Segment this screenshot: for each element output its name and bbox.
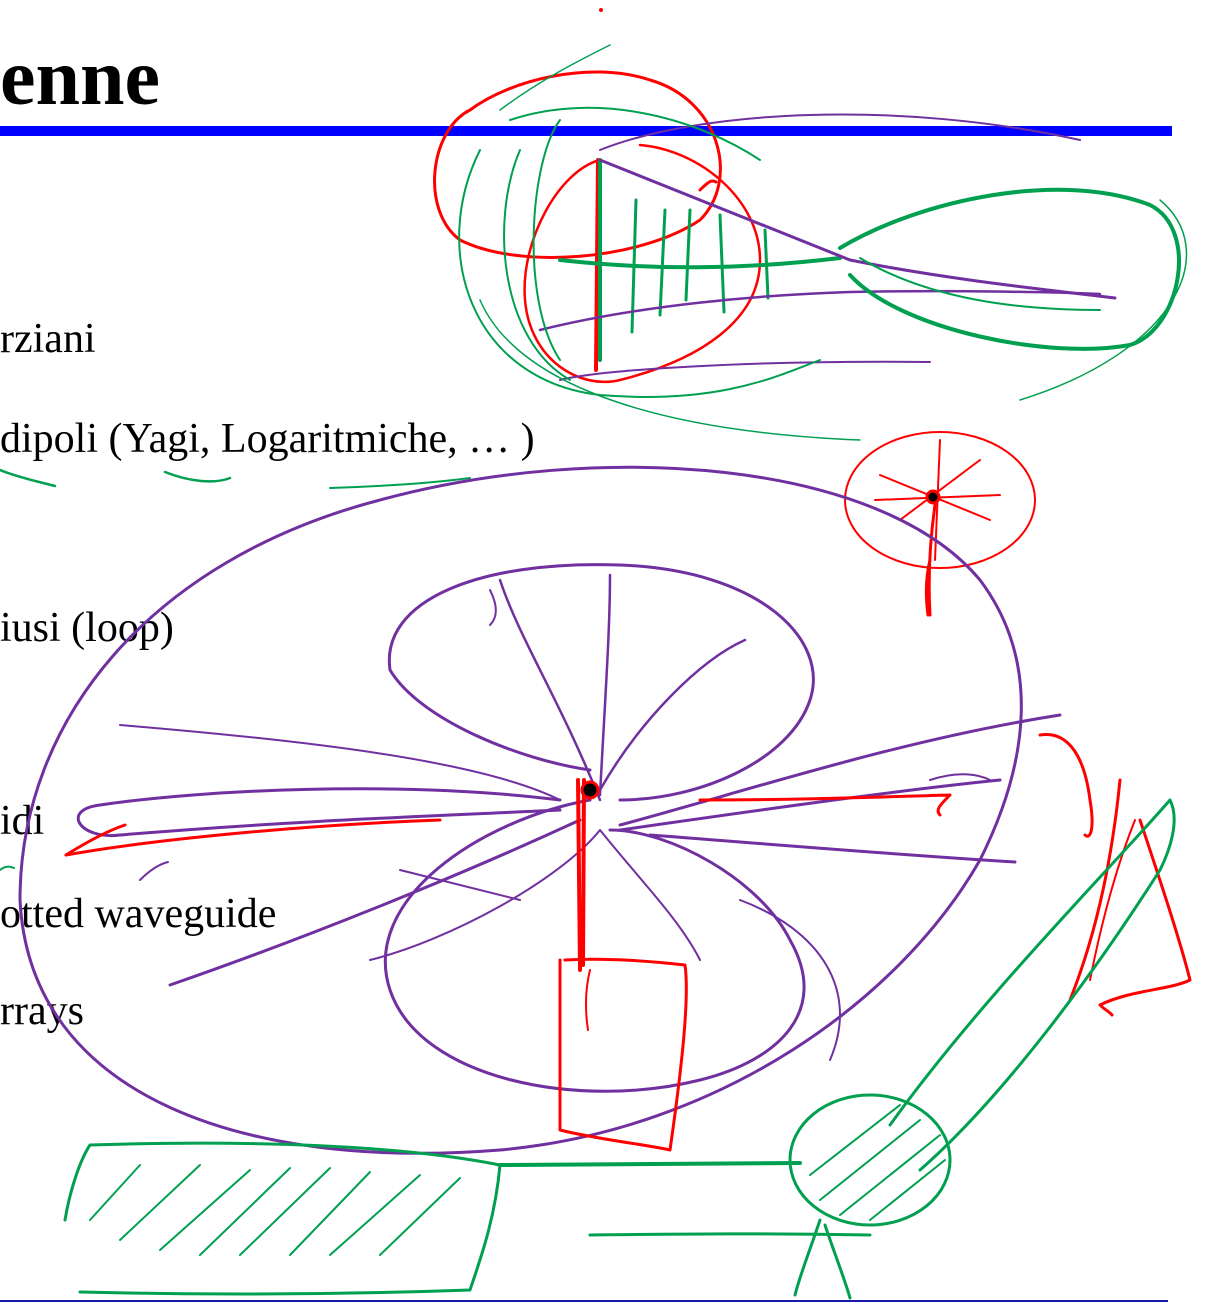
- bullet-item-5: otted waveguide: [0, 891, 277, 937]
- bullet-item-3: iusi (loop): [0, 605, 174, 651]
- bullet-item-4: idi: [0, 798, 45, 844]
- underline-mark: [0, 468, 57, 488]
- dipole-sketch: [64, 732, 1192, 1152]
- bullet-item-2: dipoli (Yagi, Logaritmiche, … ): [0, 416, 535, 462]
- red-dot-mark: [599, 8, 603, 12]
- bullet-item-1: rziani: [0, 316, 96, 362]
- bullet-item-6: rrays: [0, 988, 84, 1034]
- ground-plane-sketch: [0, 798, 1176, 1300]
- underline-mark: [163, 470, 232, 483]
- radiation-pattern-sketch: [18, 465, 1062, 1155]
- slide-title: enne: [0, 34, 160, 122]
- footer-rule: [0, 1300, 1168, 1302]
- loop-sketch: [844, 431, 1036, 617]
- title-underline: [0, 126, 1172, 136]
- underline-mark: [329, 477, 471, 489]
- yagi-sketch: [433, 44, 1188, 441]
